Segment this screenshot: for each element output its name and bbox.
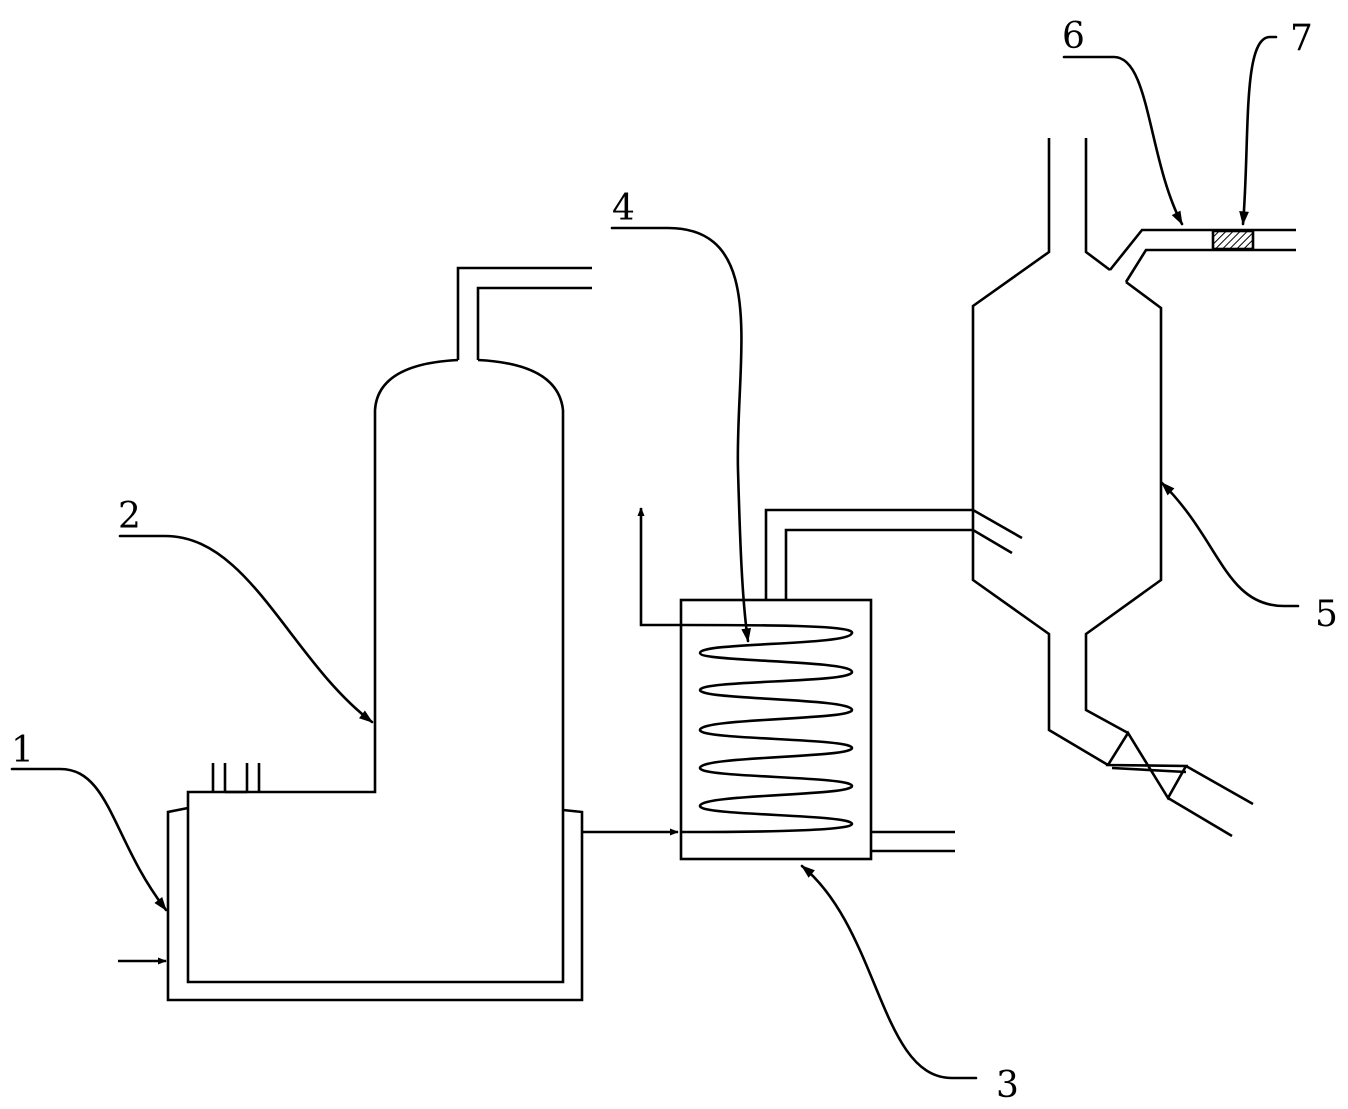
exchanger-vent-arrow — [637, 507, 681, 627]
label-3: 3 — [996, 1065, 1019, 1106]
heat-exchanger — [637, 507, 1023, 861]
small-nozzles — [211, 763, 261, 794]
label-6: 6 — [1062, 16, 1085, 57]
leader-2 — [118, 534, 374, 724]
label-5: 5 — [1315, 594, 1338, 635]
label-7: 7 — [1290, 18, 1313, 59]
leader-1 — [10, 767, 168, 912]
valve — [1105, 730, 1189, 801]
leader-4 — [610, 226, 752, 643]
filter-block — [1211, 229, 1255, 251]
label-1: 1 — [11, 730, 34, 771]
coil — [680, 623, 854, 834]
label-4: 4 — [612, 188, 635, 229]
leader-6 — [1062, 55, 1184, 226]
column-vessel — [186, 266, 592, 810]
top-outlet-pipe — [456, 266, 592, 360]
leader-3 — [800, 864, 978, 1080]
exchanger-to-reactor-pipe — [764, 508, 1023, 600]
label-2: 2 — [118, 496, 141, 537]
leader-5 — [1160, 481, 1300, 608]
labels: 1 2 3 4 5 6 7 — [11, 16, 1338, 1106]
leader-lines — [10, 35, 1300, 1080]
leader-7 — [1239, 35, 1278, 226]
reactor-vessel — [971, 138, 1254, 838]
jacket-vessel — [118, 806, 679, 1002]
side-outlet-pipe — [1108, 228, 1296, 283]
